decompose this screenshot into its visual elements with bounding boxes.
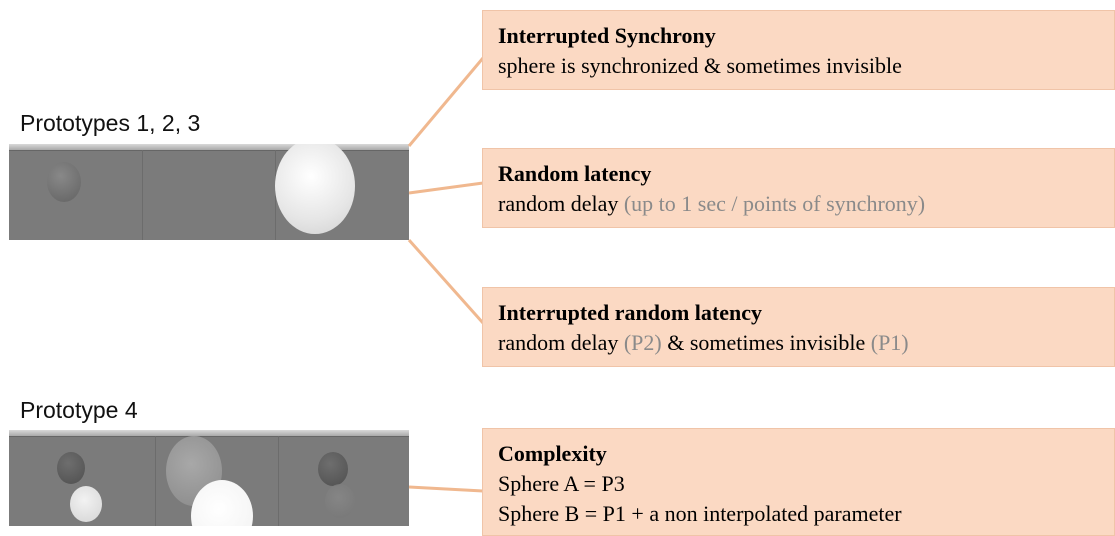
sphere-b-faded xyxy=(325,484,355,518)
sphere-b-white xyxy=(70,486,102,522)
box-text-note: (up to 1 sec / points of synchrony) xyxy=(623,191,926,216)
box-text-part: random delay xyxy=(498,330,619,355)
viewport-divider xyxy=(278,436,279,526)
prototype-4-heading: Prototype 4 xyxy=(20,397,138,423)
connector-line xyxy=(407,239,485,324)
viewport-divider xyxy=(155,436,156,526)
box-text: random delay (P2) & sometimes invisible … xyxy=(498,328,1099,358)
connector-line xyxy=(407,57,485,147)
sphere-a-dim xyxy=(318,452,348,486)
box-text-ref: (P1) xyxy=(870,330,909,355)
box-text: Sphere B = P1 + a non interpolated param… xyxy=(498,501,902,526)
sphere-a-dim xyxy=(57,452,85,484)
sphere-dim xyxy=(47,162,81,202)
box-text: sphere is synchronized & sometimes invis… xyxy=(498,53,902,78)
random-latency-box: Random latency random delay (up to 1 sec… xyxy=(482,148,1115,228)
box-text-main: random delay xyxy=(498,191,619,216)
connector-line xyxy=(408,485,484,493)
box-title: Interrupted Synchrony xyxy=(498,23,716,48)
interrupted-synchrony-box: Interrupted Synchrony sphere is synchron… xyxy=(482,10,1115,90)
box-text: Sphere A = P3 xyxy=(498,471,625,496)
sphere-bright xyxy=(275,144,355,234)
viewport-divider xyxy=(142,150,143,240)
box-text-ref: (P2) xyxy=(623,330,662,355)
box-text-part: & sometimes invisible xyxy=(667,330,866,355)
box-title: Interrupted random latency xyxy=(498,300,762,325)
box-title: Complexity xyxy=(498,441,607,466)
viewport-toolbar xyxy=(9,144,409,151)
prototypes-123-heading: Prototypes 1, 2, 3 xyxy=(20,110,201,136)
viewport-toolbar xyxy=(9,430,409,437)
prototypes-123-screenshot xyxy=(9,144,409,240)
box-text: random delay (up to 1 sec / points of sy… xyxy=(498,189,1099,219)
box-title: Random latency xyxy=(498,161,652,186)
prototype-4-screenshot xyxy=(9,430,409,526)
connector-line xyxy=(408,181,484,195)
interrupted-random-latency-box: Interrupted random latency random delay … xyxy=(482,287,1115,367)
complexity-box: Complexity Sphere A = P3 Sphere B = P1 +… xyxy=(482,428,1115,536)
